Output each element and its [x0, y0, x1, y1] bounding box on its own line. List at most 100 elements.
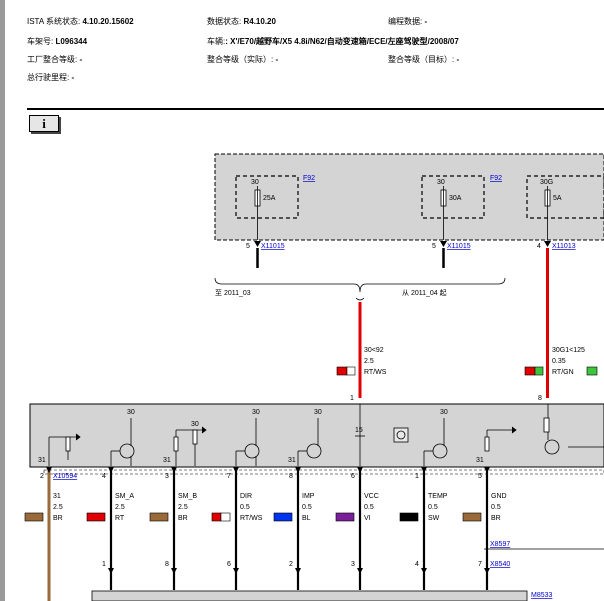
pin-arrow-2 — [108, 467, 114, 473]
vin: 车架号: L096344 — [27, 37, 88, 46]
module-term-31-b: 31 — [163, 457, 171, 464]
supply2-swatch-green — [534, 366, 544, 376]
pin-size-1: 2.5 — [53, 504, 63, 511]
pin-signal-3: SM_B — [178, 493, 197, 500]
fuse2-ref[interactable]: F92 — [490, 175, 502, 182]
pin-number-1: 2 — [40, 473, 44, 480]
module-term-15: 15 — [355, 427, 363, 434]
fuse-25a: 30 25A F92 — [235, 175, 315, 240]
ista-status: ISTA 系统状态: 4.10.20.15602 — [27, 17, 134, 26]
pin-arrow-1 — [46, 467, 52, 473]
lower-pin-arrow-2 — [171, 568, 177, 574]
fuse3-connector[interactable]: X11013 — [552, 243, 576, 250]
lower-pin-4: 2 — [289, 561, 293, 568]
fuse1-terminal: 30 — [251, 179, 259, 186]
pin-color-3: BR — [178, 515, 188, 522]
fuse1-pin: 5 — [246, 243, 250, 250]
lower-pin-arrow-1 — [108, 568, 114, 574]
pin-arrow-8 — [484, 467, 490, 473]
info-button[interactable]: i — [29, 115, 59, 132]
pin-connector-1[interactable]: X10594 — [53, 473, 77, 480]
module-term-31-c: 31 — [288, 457, 296, 464]
pin-arrow-7 — [421, 467, 427, 473]
pin-number-6: 6 — [351, 473, 355, 480]
variant-brace — [214, 277, 506, 293]
module-term-31-d: 31 — [476, 457, 484, 464]
module-term-30-b: 30 — [252, 409, 260, 416]
header-separator — [27, 108, 604, 110]
connector-frame — [43, 469, 604, 475]
lower-pin-3: 6 — [227, 561, 231, 568]
fuse2-connector[interactable]: X11015 — [447, 243, 471, 250]
connector-b[interactable]: X8540 — [490, 561, 510, 568]
supply1-name: 30<92 — [364, 347, 384, 354]
pin-number-8: 5 — [478, 473, 482, 480]
pin-signal-4: DIR — [240, 493, 252, 500]
fuse1-connector[interactable]: X11015 — [261, 243, 285, 250]
pin-swatch-7 — [399, 512, 419, 522]
lower-pin-6: 4 — [415, 561, 419, 568]
supply1-color: RT/WS — [364, 369, 387, 376]
pin-number-2: 4 — [102, 473, 106, 480]
data-status: 数据状态: R4.10.20 — [207, 17, 276, 26]
fuse1-ref[interactable]: F92 — [303, 175, 315, 182]
pin-swatch-1 — [24, 512, 44, 522]
fuse-box — [214, 153, 604, 241]
supply2-swatch-green-2 — [586, 366, 598, 376]
fuse3-terminal: 30G — [540, 179, 553, 186]
pin-swatch-b-4 — [220, 512, 231, 522]
connector-a[interactable]: X8597 — [490, 541, 510, 548]
module-term-30-a: 30 — [127, 409, 135, 416]
pin-color-1: BR — [53, 515, 63, 522]
module-term-30-d: 30 — [440, 409, 448, 416]
connector-c[interactable]: M8533 — [531, 592, 553, 599]
pin-color-6: VI — [364, 515, 371, 522]
pin-swatch-6 — [335, 512, 355, 522]
pin-signal-2: SM_A — [115, 493, 134, 500]
mileage: 总行驶里程: - — [27, 73, 75, 82]
pin-size-6: 0.5 — [364, 504, 374, 511]
actual-level: 整合等级（实际）: - — [207, 55, 279, 64]
programming-data: 编程数据: - — [388, 17, 428, 26]
supply1-swatch-red — [336, 366, 348, 376]
fuse3-rating: 5A — [553, 195, 562, 202]
lower-pin-7: 7 — [478, 561, 482, 568]
pin-color-7: SW — [428, 515, 440, 522]
fuse-30a: 30 30A F92 — [421, 175, 502, 240]
variant-left: 至 2011_03 — [215, 289, 251, 297]
pin-swatch-8 — [462, 512, 482, 522]
supply2-size: 0.35 — [552, 358, 566, 365]
factory-level: 工厂整合等级: - — [27, 55, 83, 64]
pin-color-2: RT — [115, 515, 125, 522]
pin-color-4: RT/WS — [240, 515, 263, 522]
lower-pin-5: 3 — [351, 561, 355, 568]
fuse1-rating: 25A — [263, 195, 276, 202]
pin-arrow-4 — [233, 467, 239, 473]
lower-pin-arrow-3 — [233, 568, 239, 574]
lower-pin-2: 8 — [165, 561, 169, 568]
fuse-pin-arrows — [254, 241, 551, 247]
pin-number-3: 3 — [165, 473, 169, 480]
fuse3-pin: 4 — [537, 243, 541, 250]
pin-signal-7: TEMP — [428, 493, 448, 500]
supply1-pin: 1 — [350, 395, 354, 402]
control-module — [29, 403, 604, 468]
vehicle: 车辆:: X'/E70/越野车/X5 4.8i/N62/自动变速箱/ECE/左座… — [207, 37, 459, 46]
pin-size-3: 2.5 — [178, 504, 188, 511]
lower-connector — [91, 590, 528, 601]
module-term-31-a: 31 — [38, 457, 46, 464]
supply2-name: 30G1<125 — [552, 347, 585, 354]
lower-pin-arrow-6 — [421, 568, 427, 574]
pin-size-5: 0.5 — [302, 504, 312, 511]
pin-color-5: BL — [302, 515, 311, 522]
pin-swatch-5 — [273, 512, 293, 522]
pin-signal-5: IMP — [302, 493, 315, 500]
pin-signal-1: 31 — [53, 493, 61, 500]
pin-size-4: 0.5 — [240, 504, 250, 511]
pin-size-2: 2.5 — [115, 504, 125, 511]
pin-size-7: 0.5 — [428, 504, 438, 511]
pin-arrow-3 — [171, 467, 177, 473]
pin-signal-6: VCC — [364, 493, 379, 500]
